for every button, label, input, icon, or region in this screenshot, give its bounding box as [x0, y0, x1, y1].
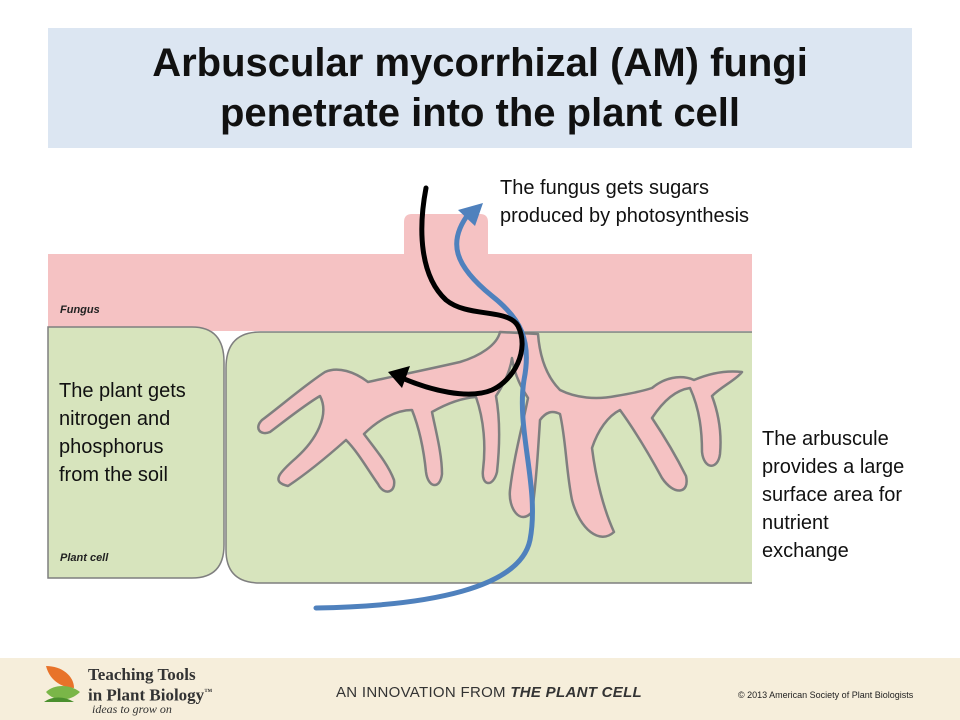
arbuscule-caption-line-4: nutrient: [762, 512, 829, 534]
sugar-flow-arrow: [313, 209, 535, 611]
nutrients-caption-line-2: nitrogen and: [59, 408, 171, 430]
logo-title-line-2-text: in Plant Biology: [88, 685, 205, 705]
nutrients-caption-line-1: The plant gets: [59, 380, 186, 402]
title-banner: Arbuscular mycorrhizal (AM) fungi penetr…: [48, 28, 912, 148]
logo-title: Teaching Tools in Plant Biology™: [88, 666, 212, 704]
slide-title: Arbuscular mycorrhizal (AM) fungi penetr…: [152, 38, 808, 138]
copyright-notice: © 2013 American Society of Plant Biologi…: [738, 690, 914, 700]
nutrient-flow-arrowhead: [388, 366, 410, 388]
nutrients-caption-line-4: from the soil: [59, 464, 168, 486]
plant-cell-label: Plant cell: [60, 552, 109, 564]
fungus-hypha: [48, 214, 752, 331]
title-line-1: Arbuscular mycorrhizal (AM) fungi: [152, 41, 808, 85]
leaf-logo-icon: [44, 666, 80, 702]
sugar-flow-arrowhead: [458, 203, 483, 226]
logo-tagline: ideas to grow on: [92, 702, 172, 716]
innovation-banner: AN INNOVATION FROM THE PLANT CELL: [336, 684, 642, 701]
arbuscule-caption-line-2: provides a large: [762, 456, 905, 478]
nutrients-caption-line-3: phosphorus: [59, 436, 164, 458]
innovation-prefix: AN INNOVATION FROM: [336, 684, 511, 701]
nutrients-caption: The plant gets nitrogen and phosphorus f…: [59, 377, 224, 489]
logo-trademark: ™: [204, 687, 213, 696]
nutrient-flow-arrow: [399, 185, 525, 397]
arbuscule-caption: The arbuscule provides a large surface a…: [762, 425, 952, 565]
logo-title-line-2: in Plant Biology™: [88, 683, 212, 704]
sugars-caption: The fungus gets sugars produced by photo…: [500, 174, 830, 230]
sugars-caption-line-2: produced by photosynthesis: [500, 205, 750, 227]
title-line-2: penetrate into the plant cell: [219, 91, 741, 135]
logo-title-line-1: Teaching Tools: [88, 665, 196, 684]
arbuscule-caption-line-1: The arbuscule: [762, 428, 889, 450]
arbuscule-caption-line-5: exchange: [762, 540, 849, 562]
fungus-label: Fungus: [60, 304, 100, 316]
sugars-caption-line-1: The fungus gets sugars: [500, 177, 710, 199]
footer-bar: [0, 658, 960, 720]
innovation-brand: THE PLANT CELL: [510, 684, 643, 701]
arbuscule-caption-line-3: surface area for: [762, 484, 903, 506]
plant-cell-left: [47, 326, 225, 579]
